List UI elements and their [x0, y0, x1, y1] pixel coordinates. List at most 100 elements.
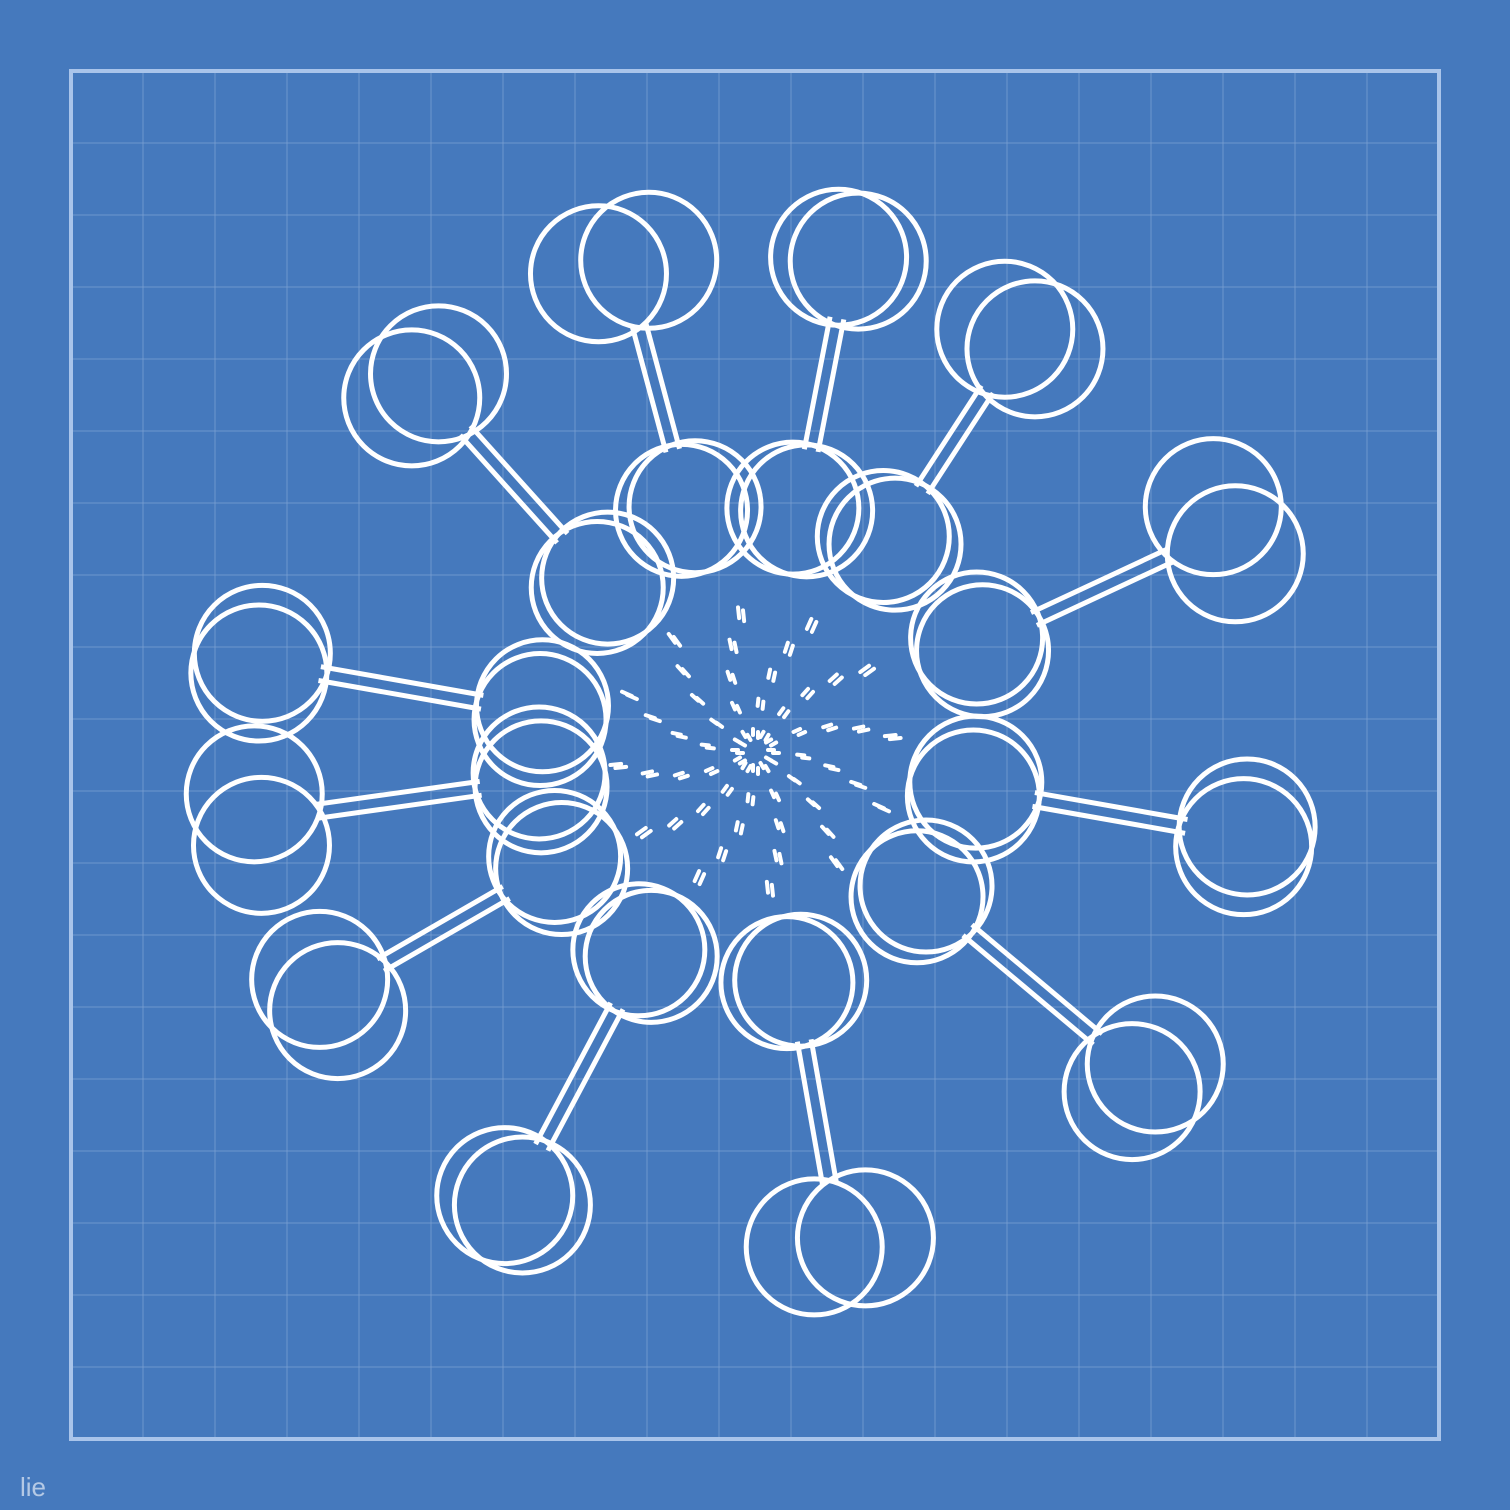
center-dash	[755, 696, 761, 708]
center-dash	[672, 770, 685, 778]
ring-node-circle	[582, 887, 720, 1025]
spoke-line	[458, 433, 559, 545]
center-dash	[692, 869, 702, 884]
center-dash	[645, 772, 660, 779]
outer-node-circle	[1061, 1021, 1203, 1163]
outer-node-circle	[1084, 993, 1226, 1135]
spoke-line	[1035, 559, 1174, 628]
center-dash	[771, 670, 778, 683]
center-dash	[740, 760, 748, 771]
ring-node-circle	[570, 881, 708, 1019]
center-dash	[764, 879, 770, 895]
center-dash	[796, 730, 808, 737]
center-dash	[697, 872, 707, 887]
center-dash	[700, 805, 711, 817]
center-dash	[791, 727, 803, 734]
center-dash	[768, 740, 779, 748]
center-dash	[777, 706, 786, 717]
outer-node-circle	[183, 723, 325, 865]
center-dash	[680, 667, 691, 679]
center-dash	[648, 716, 662, 724]
center-dash	[714, 720, 725, 729]
spoke-line	[970, 922, 1104, 1036]
ring-node-circle	[848, 828, 986, 966]
center-dash	[745, 763, 753, 774]
center-dash	[721, 849, 729, 863]
outer-node-circle	[1164, 483, 1306, 625]
center-dash	[800, 686, 811, 698]
center-dash	[858, 663, 872, 675]
center-dash	[769, 788, 776, 800]
center-dash	[732, 640, 739, 655]
center-dash	[854, 782, 868, 790]
spoke-line	[375, 884, 504, 962]
ring-node-circle	[814, 468, 952, 606]
spoke-line	[913, 384, 984, 488]
outer-node-circles	[183, 186, 1318, 1318]
ring-node-circle	[486, 787, 624, 925]
ring-node-circle	[493, 800, 631, 938]
spoke-line	[925, 391, 996, 496]
center-dash	[760, 699, 766, 711]
center-dash	[720, 783, 729, 794]
center-dash	[851, 724, 866, 731]
center-dash	[832, 675, 844, 686]
center-dash	[856, 727, 871, 734]
center-dash	[787, 643, 795, 657]
ring-node-circle	[626, 438, 764, 576]
center-dash-pattern	[608, 605, 903, 898]
center-dash	[750, 795, 756, 807]
center-dash	[672, 820, 684, 831]
center-dash	[782, 709, 791, 720]
outer-node-circle	[267, 940, 409, 1082]
center-dash	[699, 742, 711, 748]
center-dash	[887, 736, 903, 742]
center-dash	[737, 740, 748, 748]
center-dash	[708, 769, 720, 776]
spoke-line	[643, 322, 682, 450]
center-dash	[777, 851, 784, 866]
center-dash	[758, 760, 766, 771]
spoke-line	[1034, 790, 1188, 822]
ring-node-circle	[857, 817, 995, 955]
outer-node-circle	[934, 258, 1076, 400]
outer-node-circle	[787, 190, 929, 332]
center-dash	[613, 764, 629, 770]
center-dash	[725, 786, 734, 797]
spoke-line	[961, 933, 1095, 1047]
center-dash	[741, 608, 747, 624]
center-dash	[639, 828, 653, 840]
outer-node-circle	[434, 1125, 576, 1267]
caption-text: lie	[20, 1472, 47, 1502]
spoke-line	[808, 1038, 839, 1183]
center-dash	[800, 755, 812, 761]
center-dash	[828, 766, 841, 773]
grid-lines	[70, 70, 1440, 1440]
center-dash	[882, 733, 898, 739]
ring-node-circle	[908, 569, 1046, 707]
center-dash	[695, 802, 706, 814]
spoke-line	[318, 678, 482, 712]
center-dash	[773, 818, 781, 831]
ring-node-circle	[738, 442, 876, 580]
center-dash	[745, 732, 753, 743]
center-dash	[778, 821, 786, 834]
outer-node-circle	[191, 582, 333, 724]
spoke-line	[320, 664, 484, 698]
spoke-line	[533, 1001, 613, 1146]
center-dash	[634, 825, 648, 837]
center-dash	[675, 733, 688, 740]
center-dash	[863, 666, 877, 678]
ring-node-circle	[914, 582, 1052, 720]
center-dash	[730, 672, 738, 685]
center-dash	[716, 846, 724, 860]
center-dash	[704, 745, 716, 751]
spoke-line	[815, 318, 847, 453]
spoke-line	[545, 1008, 626, 1152]
blueprint-frame	[69, 69, 1441, 1441]
center-dash	[772, 848, 779, 863]
ring-node-circle	[528, 518, 666, 656]
outer-node-circle	[190, 774, 332, 916]
center-dash	[703, 766, 715, 773]
